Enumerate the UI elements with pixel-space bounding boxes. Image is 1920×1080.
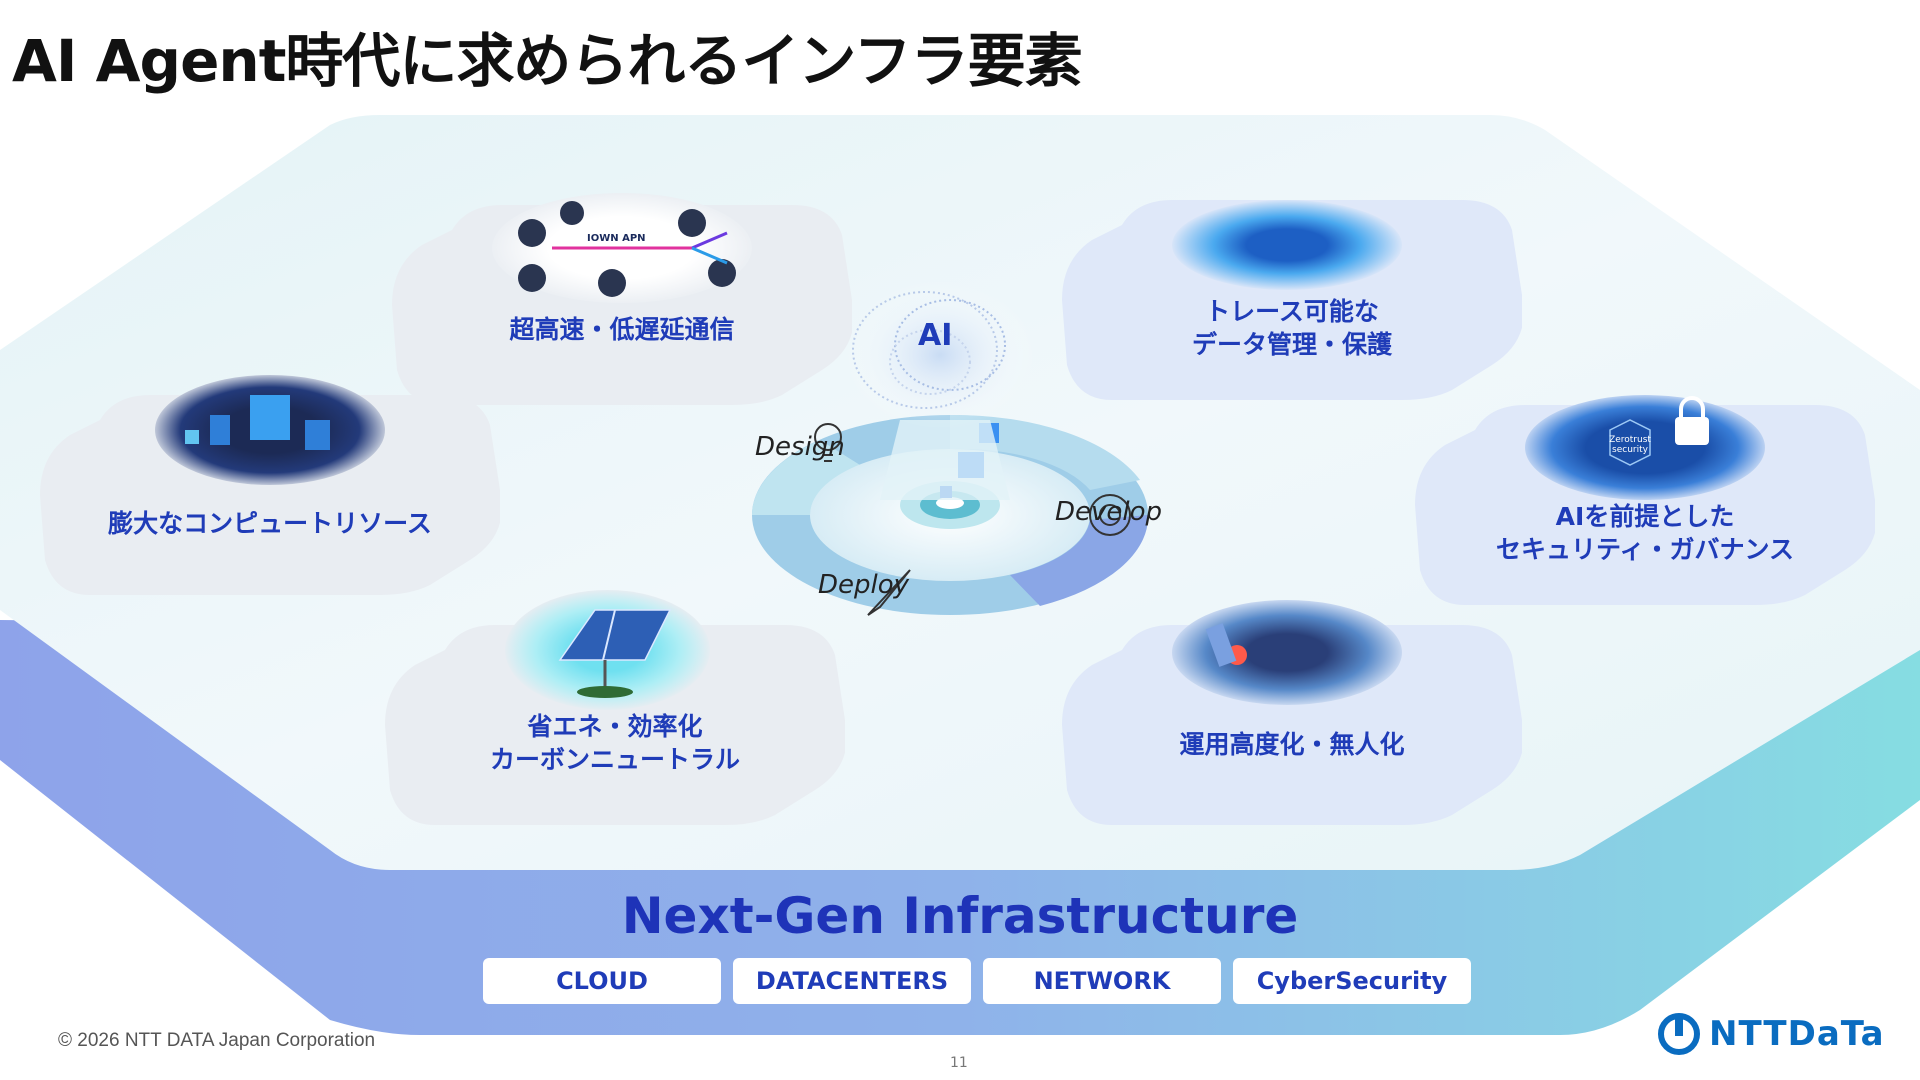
card-operations: 運用高度化・無人化: [1062, 625, 1522, 825]
card-energy-label: 省エネ・効率化 カーボンニュートラル: [385, 710, 845, 776]
cycle-develop-label: Develop: [1055, 497, 1162, 527]
network-diagram-image: IOWN APN: [492, 193, 752, 303]
pillar-cybersecurity: CyberSecurity: [1233, 958, 1471, 1004]
zerotrust-label: Zerotrust security: [1605, 435, 1655, 455]
card-network: IOWN APN 超高速・低遅延通信: [392, 205, 852, 405]
zero-trust-image: Zerotrust security: [1525, 395, 1765, 500]
card-network-line-1: 超高速・低遅延通信: [392, 313, 852, 346]
card-compute: 膨大なコンピュートリソース: [40, 395, 500, 595]
card-data: トレース可能な データ管理・保護: [1062, 200, 1522, 400]
server-blocks-icon: [155, 375, 385, 485]
card-energy-line-1: 省エネ・効率化: [385, 710, 845, 743]
card-energy-line-2: カーボンニュートラル: [385, 743, 845, 776]
card-data-line-1: トレース可能な: [1062, 295, 1522, 328]
pillar-datacenters: DATACENTERS: [733, 958, 971, 1004]
card-operations-line-1: 運用高度化・無人化: [1062, 728, 1522, 761]
solar-panel-graphic: [505, 590, 710, 710]
card-compute-line-1: 膨大なコンピュートリソース: [40, 507, 500, 540]
robot-arm-icon: [1172, 600, 1402, 705]
digital-brain-image: [1172, 200, 1402, 290]
card-security: Zerotrust security AIを前提とした セキュリティ・ガバナンス: [1415, 405, 1875, 605]
iown-apn-label: IOWN APN: [587, 233, 646, 244]
page-number: 11: [950, 1055, 968, 1071]
cycle-design-label: Design: [755, 432, 845, 462]
logo-text: NTTDaTa: [1709, 1014, 1885, 1054]
card-security-label: AIを前提とした セキュリティ・ガバナンス: [1415, 500, 1875, 566]
card-security-line-1: AIを前提とした: [1415, 500, 1875, 533]
card-compute-label: 膨大なコンピュートリソース: [40, 507, 500, 540]
card-energy: 省エネ・効率化 カーボンニュートラル: [385, 625, 845, 825]
company-logo: NTTDaTa: [1657, 1012, 1885, 1056]
compute-resources-image: [155, 375, 385, 485]
copyright: © 2026 NTT DATA Japan Corporation: [58, 1030, 375, 1052]
cycle-deploy-label: Deploy: [818, 570, 909, 600]
card-security-line-2: セキュリティ・ガバナンス: [1415, 533, 1875, 566]
pillar-network: NETWORK: [983, 958, 1221, 1004]
network-lines-icon: [492, 193, 752, 303]
ai-label: AI: [918, 318, 952, 353]
robotics-image: [1172, 600, 1402, 705]
card-operations-label: 運用高度化・無人化: [1062, 728, 1522, 761]
pillar-cloud: CLOUD: [483, 958, 721, 1004]
card-data-label: トレース可能な データ管理・保護: [1062, 295, 1522, 361]
card-network-label: 超高速・低遅延通信: [392, 313, 852, 346]
logo-mark-icon: [1657, 1012, 1701, 1056]
card-data-line-2: データ管理・保護: [1062, 328, 1522, 361]
solar-panel-icon: [505, 590, 710, 710]
infrastructure-title: Next-Gen Infrastructure: [0, 887, 1920, 945]
